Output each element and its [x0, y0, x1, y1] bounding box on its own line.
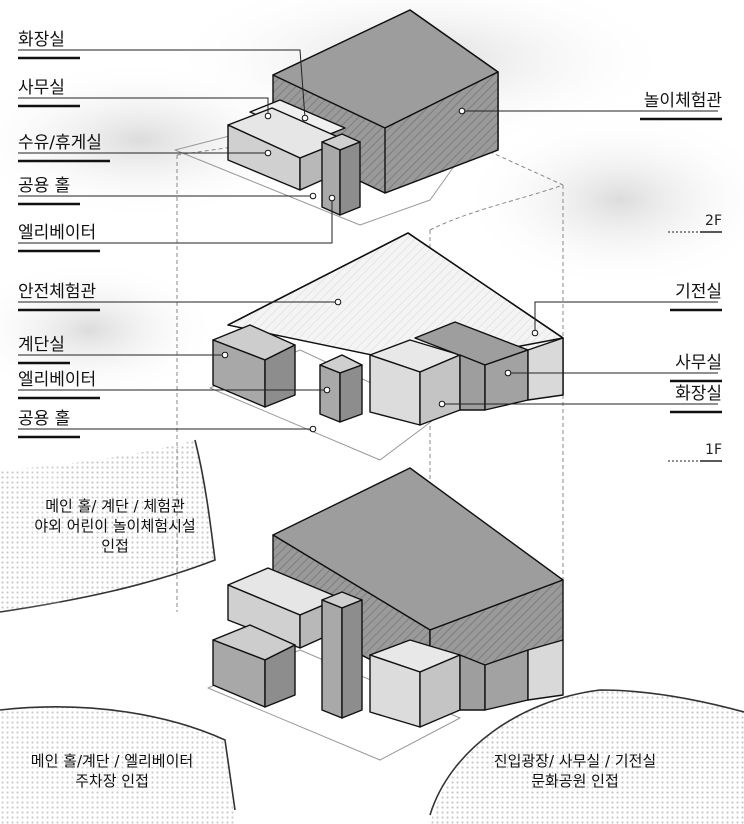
label-office-1f: 사무실 [675, 353, 722, 373]
label-common-hall-2f: 공용 홀 [18, 176, 70, 196]
surroundings-notes: 메인 홀/ 계단 / 체험관 야외 어린이 놀이체험시설 인접 메인 홀/계단 … [31, 497, 656, 790]
floor-markers: 2F 1F [668, 213, 722, 462]
surroundings-upper-line-1: 메인 홀/ 계단 / 체험관 [45, 497, 185, 515]
floor-label-2f: 2F [705, 213, 722, 229]
floor-1f-model [209, 232, 564, 461]
label-nursing-lounge: 수유/휴게실 [18, 133, 102, 153]
floor-label-1f: 1F [705, 442, 722, 458]
right-labels: 놀이체험관 기전실 사무실 화장실 [644, 91, 722, 404]
surroundings-lower-left-line-1: 메인 홀/계단 / 엘리베이터 [31, 752, 193, 770]
label-safety-experience-hall: 안전체험관 [18, 282, 96, 302]
context-terrain [0, 439, 744, 824]
label-stairwell: 계단실 [18, 335, 65, 355]
label-restroom-2f: 화장실 [18, 30, 65, 50]
label-office-2f: 사무실 [18, 78, 65, 98]
label-common-hall-1f: 공용 홀 [18, 409, 70, 429]
label-machine-room: 기전실 [675, 282, 722, 302]
combined-model [207, 467, 564, 761]
label-elevator-1f: 엘리베이터 [18, 370, 96, 390]
surroundings-upper-line-2: 야외 어린이 놀이체험시설 [34, 517, 195, 535]
surroundings-upper-line-3: 인접 [101, 537, 129, 555]
label-underlines [18, 56, 722, 439]
floor-2f-model [174, 9, 499, 226]
surroundings-lower-right-line-2: 문화공원 인접 [531, 772, 619, 790]
surroundings-lower-right-line-1: 진입광장/ 사무실 / 기전실 [494, 752, 656, 770]
leader-lines [18, 49, 718, 430]
surroundings-lower-left-line-2: 주차장 인접 [75, 772, 149, 790]
label-elevator-2f: 엘리베이터 [18, 223, 96, 243]
label-play-experience-hall: 놀이체험관 [644, 91, 722, 111]
left-labels: 화장실 사무실 수유/휴게실 공용 홀 엘리베이터 안전체험관 계단실 엘리베이… [18, 30, 102, 429]
leader-dots [221, 107, 539, 433]
label-restroom-1f: 화장실 [675, 384, 722, 404]
